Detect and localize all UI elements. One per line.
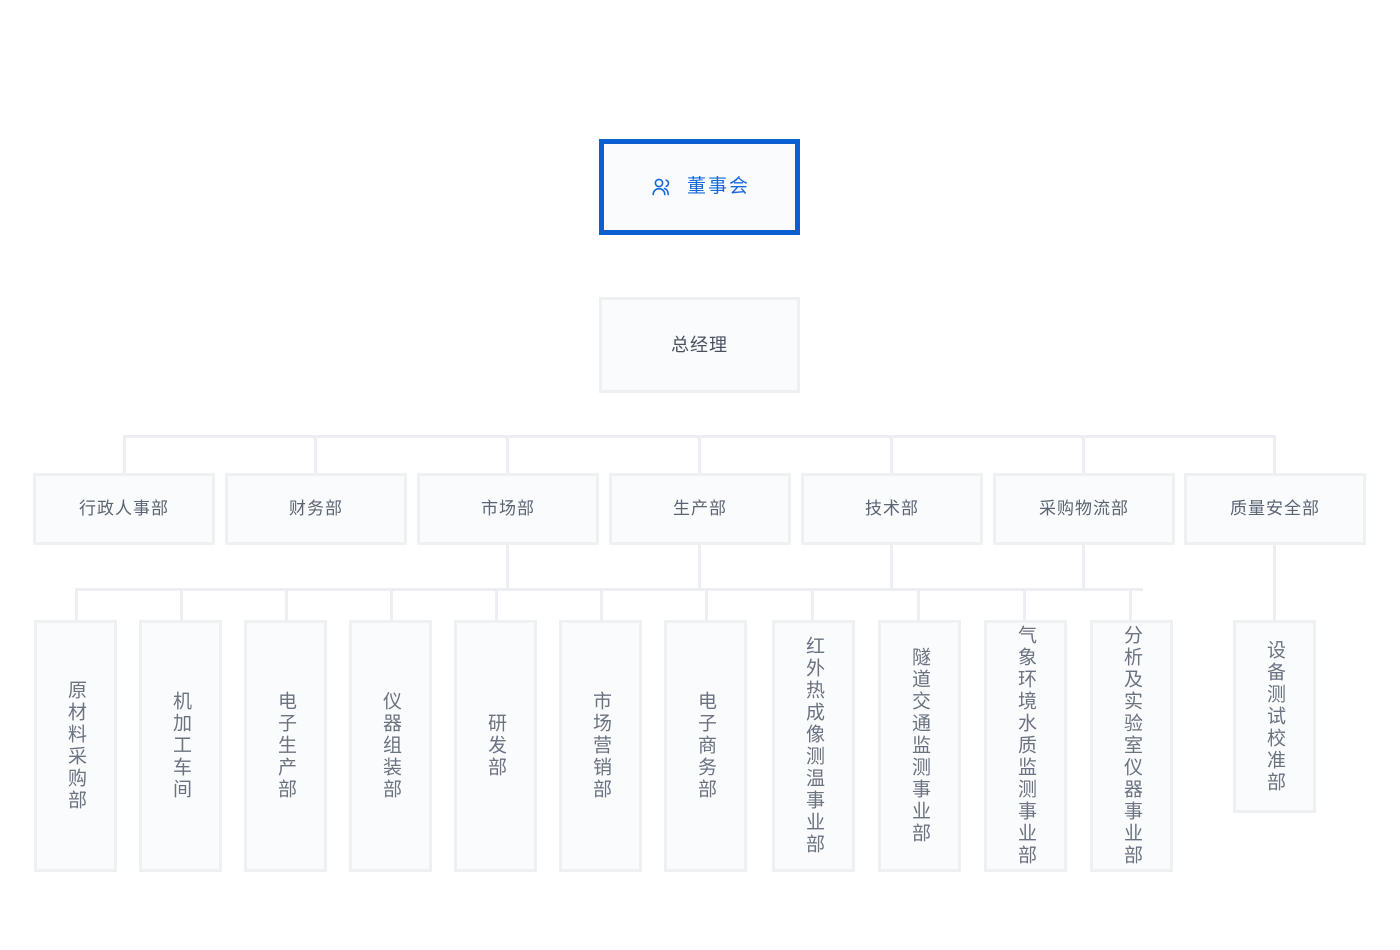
- connector-drop-leaf-2: [285, 588, 288, 620]
- node-label: 技术部: [865, 498, 919, 518]
- connector-drop-leaf-5: [600, 588, 603, 620]
- connector-drop-leaf-1: [180, 588, 183, 620]
- connector-drop-leaf-4: [495, 588, 498, 620]
- node-label: 分析及实验室仪器事业部: [1121, 625, 1142, 867]
- node-label: 仪器组装部: [380, 691, 401, 801]
- node-inner: 仪器组装部: [352, 623, 429, 869]
- node-inner: 生产部: [612, 476, 788, 542]
- node-leaf-tunnel-traffic-monitoring-division[interactable]: 隧道交通监测事业部: [878, 620, 961, 872]
- node-label: 设备测试校准部: [1264, 639, 1285, 794]
- node-label: 研发部: [485, 713, 506, 779]
- node-dept-finance[interactable]: 财务部: [225, 473, 407, 545]
- connector-stub-purchasing: [1082, 545, 1085, 588]
- node-inner: 原材料采购部: [37, 623, 114, 869]
- node-label: 总经理: [671, 334, 728, 355]
- node-dept-admin-hr[interactable]: 行政人事部: [33, 473, 215, 545]
- node-inner: 气象环境水质监测事业部: [987, 623, 1064, 869]
- connector-drop-leaf-9: [1023, 588, 1026, 620]
- node-inner: 分析及实验室仪器事业部: [1093, 623, 1170, 869]
- connector-stub-technology: [890, 545, 893, 588]
- node-inner: 市场营销部: [562, 623, 639, 869]
- node-general-manager[interactable]: 总经理: [599, 297, 800, 393]
- node-label: 隧道交通监测事业部: [909, 647, 930, 845]
- node-inner: 电子商务部: [667, 623, 744, 869]
- node-inner: 总经理: [602, 300, 797, 390]
- connector-drop-dept-4: [890, 435, 893, 473]
- node-inner: 红外热成像测温事业部: [775, 623, 852, 869]
- node-leaf-research-development[interactable]: 研发部: [454, 620, 537, 872]
- node-inner: 研发部: [457, 623, 534, 869]
- node-label: 电子生产部: [275, 691, 296, 801]
- connector-drop-leaf-7: [811, 588, 814, 620]
- node-dept-technology[interactable]: 技术部: [801, 473, 983, 545]
- node-dept-quality-safety[interactable]: 质量安全部: [1184, 473, 1366, 545]
- connector-stub-market: [506, 545, 509, 588]
- node-leaf-meteorology-water-quality-division[interactable]: 气象环境水质监测事业部: [984, 620, 1067, 872]
- node-board-of-directors[interactable]: 董事会: [599, 139, 800, 235]
- node-label: 生产部: [673, 498, 727, 518]
- node-leaf-electronics-production[interactable]: 电子生产部: [244, 620, 327, 872]
- connector-drop-leaf-6: [705, 588, 708, 620]
- node-inner: 机加工车间: [142, 623, 219, 869]
- node-inner: 财务部: [228, 476, 404, 542]
- connector-stub-production: [698, 545, 701, 588]
- node-leaf-raw-material-purchasing[interactable]: 原材料采购部: [34, 620, 117, 872]
- connector-drop-dept-5: [1082, 435, 1085, 473]
- people-icon: [649, 174, 675, 200]
- node-inner: 市场部: [420, 476, 596, 542]
- connector-drop-leaf-3: [390, 588, 393, 620]
- node-inner: 设备测试校准部: [1236, 623, 1313, 810]
- node-label: 机加工车间: [170, 691, 191, 801]
- connector-drop-leaf-0: [75, 588, 78, 620]
- node-label: 行政人事部: [79, 498, 169, 518]
- node-inner: 质量安全部: [1187, 476, 1363, 542]
- node-dept-purchasing-logistics[interactable]: 采购物流部: [993, 473, 1175, 545]
- connector-drop-dept-0: [123, 435, 126, 473]
- node-inner: 隧道交通监测事业部: [881, 623, 958, 869]
- node-dept-market[interactable]: 市场部: [417, 473, 599, 545]
- node-inner: 采购物流部: [996, 476, 1172, 542]
- node-leaf-infrared-thermal-imaging-division[interactable]: 红外热成像测温事业部: [772, 620, 855, 872]
- node-label: 市场营销部: [590, 691, 611, 801]
- node-leaf-instrument-assembly[interactable]: 仪器组装部: [349, 620, 432, 872]
- node-leaf-machining-workshop[interactable]: 机加工车间: [139, 620, 222, 872]
- node-leaf-equipment-test-calibration[interactable]: 设备测试校准部: [1233, 620, 1316, 813]
- node-label: 质量安全部: [1230, 498, 1320, 518]
- connector-drop-dept-3: [698, 435, 701, 473]
- node-label: 原材料采购部: [65, 680, 86, 812]
- node-leaf-analysis-laboratory-instrument-division[interactable]: 分析及实验室仪器事业部: [1090, 620, 1173, 872]
- node-inner: 行政人事部: [36, 476, 212, 542]
- node-label: 采购物流部: [1039, 498, 1129, 518]
- node-inner: 技术部: [804, 476, 980, 542]
- node-label: 红外热成像测温事业部: [803, 636, 824, 856]
- node-leaf-ecommerce[interactable]: 电子商务部: [664, 620, 747, 872]
- node-inner: 董事会: [604, 144, 795, 230]
- node-label: 董事会: [686, 176, 750, 198]
- connector-drop-leaf-8: [917, 588, 920, 620]
- connector-drop-dept-2: [506, 435, 509, 473]
- connector-drop-dept-1: [314, 435, 317, 473]
- node-inner: 电子生产部: [247, 623, 324, 869]
- node-leaf-marketing[interactable]: 市场营销部: [559, 620, 642, 872]
- node-label: 气象环境水质监测事业部: [1015, 625, 1036, 867]
- connector-drop-leaf-10: [1129, 588, 1132, 620]
- node-dept-production[interactable]: 生产部: [609, 473, 791, 545]
- node-label: 市场部: [481, 498, 535, 518]
- node-label: 电子商务部: [695, 691, 716, 801]
- connector-leaves-bus: [75, 588, 1143, 591]
- connector-drop-leaf-11: [1273, 545, 1276, 620]
- connector-drop-dept-6: [1273, 435, 1276, 473]
- node-label: 财务部: [289, 498, 343, 518]
